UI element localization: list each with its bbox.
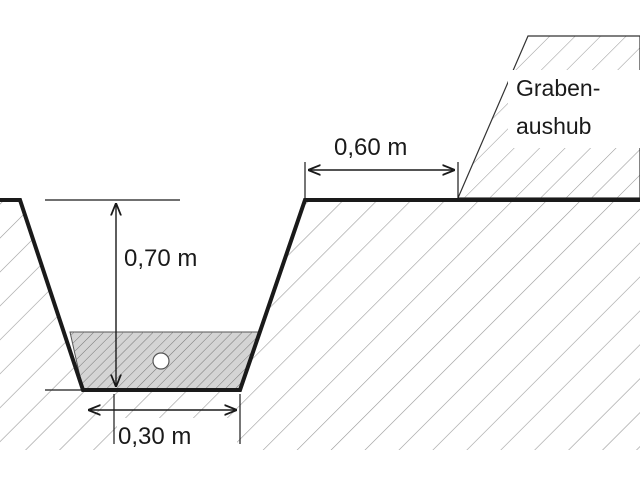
ground-soil-area <box>0 200 640 450</box>
depth-label: 0,70 m <box>124 245 197 272</box>
spoil-label-line1: Graben- <box>516 75 600 101</box>
bottom-width-label: 0,30 m <box>118 423 191 450</box>
berm-distance-label: 0,60 m <box>334 134 407 161</box>
bottom-width-label-background <box>117 418 237 452</box>
trench-outline <box>0 198 640 392</box>
pipe-circle <box>152 352 170 370</box>
spoil-label-line2: aushub <box>516 113 591 139</box>
spoil-label-background <box>508 70 640 148</box>
